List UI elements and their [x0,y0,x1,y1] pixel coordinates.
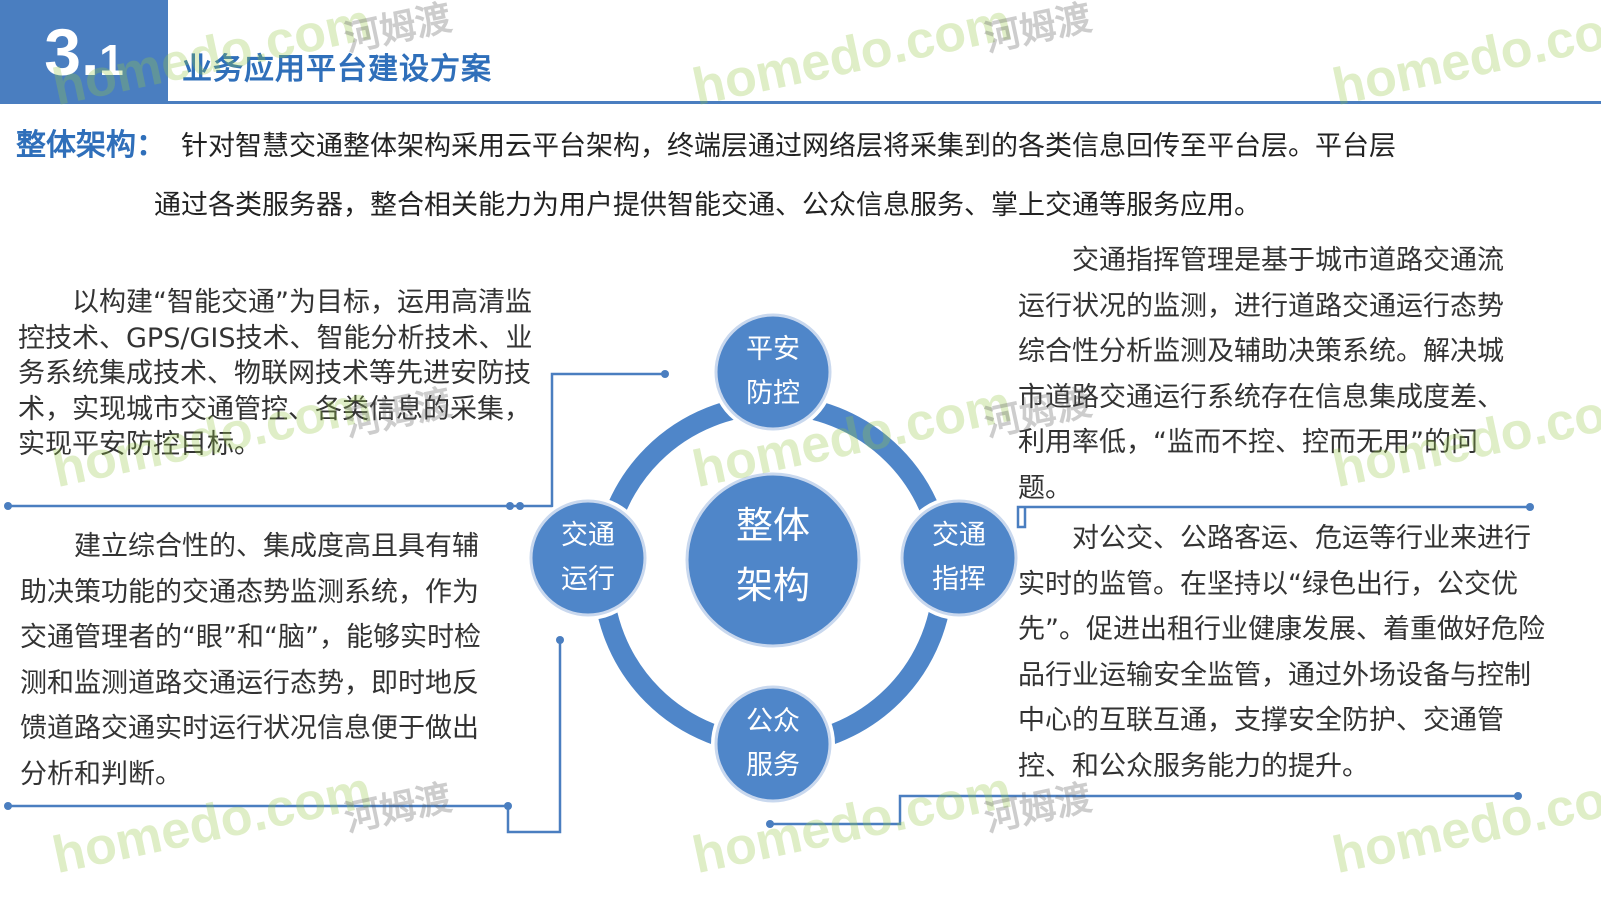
center-node-label: 整体 架构 [692,496,854,616]
top-node-label: 平安 防控 [713,328,833,416]
left-node-label-line-1: 交通 [561,520,615,551]
connector-lines [8,372,1530,834]
connector-bottom-left [8,640,562,834]
right-node-label-line-1: 交通 [932,520,986,551]
connector-top-left [8,372,665,508]
section-number: 3.1 [0,0,168,104]
top-node-label-line-1: 平安 [746,334,800,365]
text-block-public-service: 对公交、公路客运、危运等行业来进行实时的监管。在坚持以“绿色出行，公交优先”。促… [1018,523,1545,782]
right-node [900,499,1018,617]
center-node [685,472,861,648]
bottom-node [714,685,832,803]
intro-text-line-2: 通过各类服务器，整合相关能力为用户提供智能交通、公众信息服务、掌上交通等服务应用… [154,190,1261,221]
intro-label: 整体架构： [16,128,166,163]
text-block-traffic-command: 交通指挥管理是基于城市道路交通流运行状况的监测，进行道路交通运行态势综合性分析监… [1018,245,1504,504]
right-node-label-line-2: 指挥 [932,564,986,595]
text-block-security: 以构建“智能交通”为目标，运用高清监控技术、GPS/GIS技术、智能分析技术、业… [18,287,533,460]
left-node-label-line-2: 运行 [561,564,615,595]
bottom-node-label-line-2: 服务 [746,750,800,781]
right-node-label: 交通 指挥 [899,514,1019,602]
connector-bottom-right [770,794,1518,826]
bottom-node-label: 公众 服务 [713,700,833,788]
header-divider [168,101,1601,104]
intro-text-line-1: 针对智慧交通整体架构采用云平台架构，终端层通过网络层将采集到的各类信息回传至平台… [181,131,1396,162]
page-title: 业务应用平台建设方案 [182,52,492,87]
connector-dots [4,370,1534,828]
left-node [529,499,647,617]
section-badge [0,0,168,104]
top-node-label-line-2: 防控 [746,378,800,409]
section-number-minor: 1 [99,36,124,85]
center-node-label-line-1: 整体 [736,504,810,547]
connector-top-right [1016,505,1530,529]
top-node [714,313,832,431]
text-block-traffic-operation: 建立综合性的、集成度高且具有辅助决策功能的交通态势监测系统，作为交通管理者的“眼… [20,531,481,790]
bottom-node-label-line-1: 公众 [746,706,800,737]
center-node-label-line-2: 架构 [736,564,810,607]
diagram-nodes [526,310,1021,806]
section-number-major: 3. [44,15,100,89]
left-node-label: 交通 运行 [528,514,648,602]
